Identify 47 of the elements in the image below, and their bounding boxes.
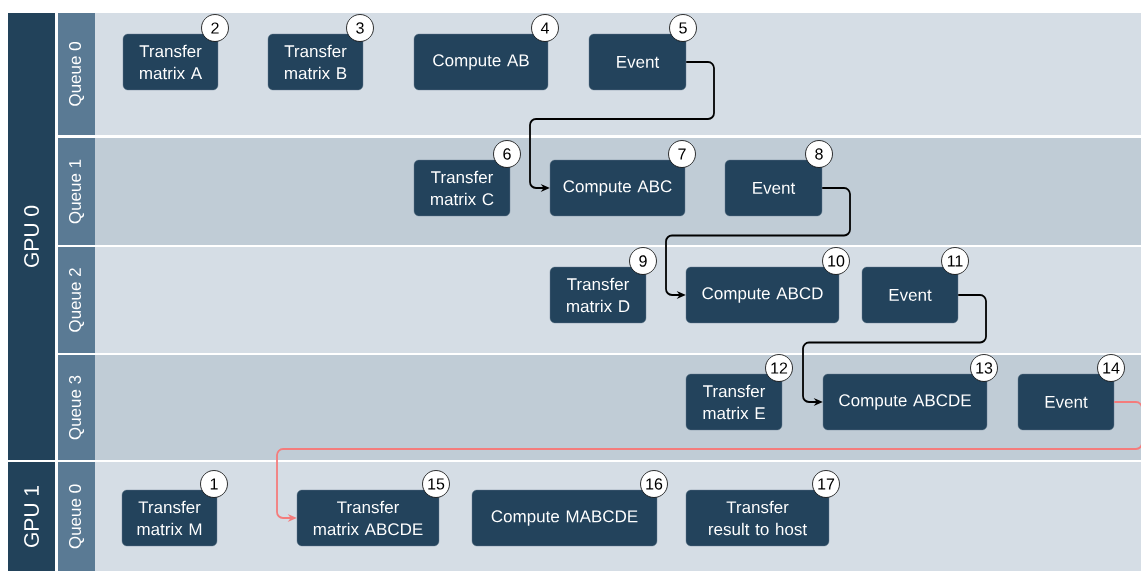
node-label: Queue 3 [68, 375, 85, 440]
queue-label-bar: Queue 2 [58, 247, 95, 353]
node-label: Queue 0 [68, 484, 85, 549]
step-number: 2 [201, 14, 229, 42]
task-box: Transfer matrix A [122, 33, 219, 91]
step-number: 13 [970, 354, 998, 382]
task-box: Event [724, 159, 823, 217]
task-box: Compute MABCDE [471, 489, 658, 547]
task-box: Compute ABC [549, 159, 686, 217]
task-box: Transfer matrix D [549, 266, 647, 324]
step-number: 1 [200, 470, 228, 498]
node-label: Queue 2 [68, 268, 85, 332]
step-number: 11 [941, 247, 969, 275]
gpu-label-bar: GPU 0 [8, 13, 55, 460]
step-number: 12 [765, 354, 793, 382]
step-number: 7 [668, 140, 696, 168]
queue-label-bar: Queue 0 [58, 13, 95, 135]
task-box: Transfer matrix E [685, 373, 783, 431]
step-number: 9 [629, 247, 657, 275]
task-box: Event [588, 33, 687, 91]
task-box: Transfer matrix ABCDE [296, 489, 440, 547]
task-box: Compute ABCDE [822, 373, 988, 431]
queue-label-bar: Queue 0 [58, 462, 95, 571]
node-label: GPU 0 [24, 205, 39, 267]
task-box: Event [1017, 373, 1115, 431]
step-number: 6 [493, 140, 521, 168]
queue-label-bar: Queue 3 [58, 355, 95, 460]
task-box: Transfer matrix B [267, 33, 364, 91]
step-number: 3 [346, 14, 374, 42]
step-number: 17 [812, 470, 840, 498]
step-number: 16 [640, 470, 668, 498]
task-box: Transfer matrix C [413, 159, 511, 217]
node-label: GPU 1 [24, 486, 39, 547]
step-number: 4 [531, 14, 559, 42]
task-box: Transfer matrix M [121, 489, 218, 547]
step-number: 15 [422, 470, 450, 498]
queue-label-bar: Queue 1 [58, 138, 95, 245]
step-number: 14 [1097, 354, 1125, 382]
task-box: Compute ABCD [685, 266, 840, 324]
step-number: 10 [822, 247, 850, 275]
gpu-label-bar: GPU 1 [8, 462, 55, 571]
task-box: Transfer result to host [685, 489, 830, 547]
task-box: Compute AB [413, 33, 549, 91]
node-label: Queue 1 [68, 159, 85, 224]
step-number: 5 [669, 14, 697, 42]
task-box: Event [861, 266, 959, 324]
step-number: 8 [805, 140, 833, 168]
